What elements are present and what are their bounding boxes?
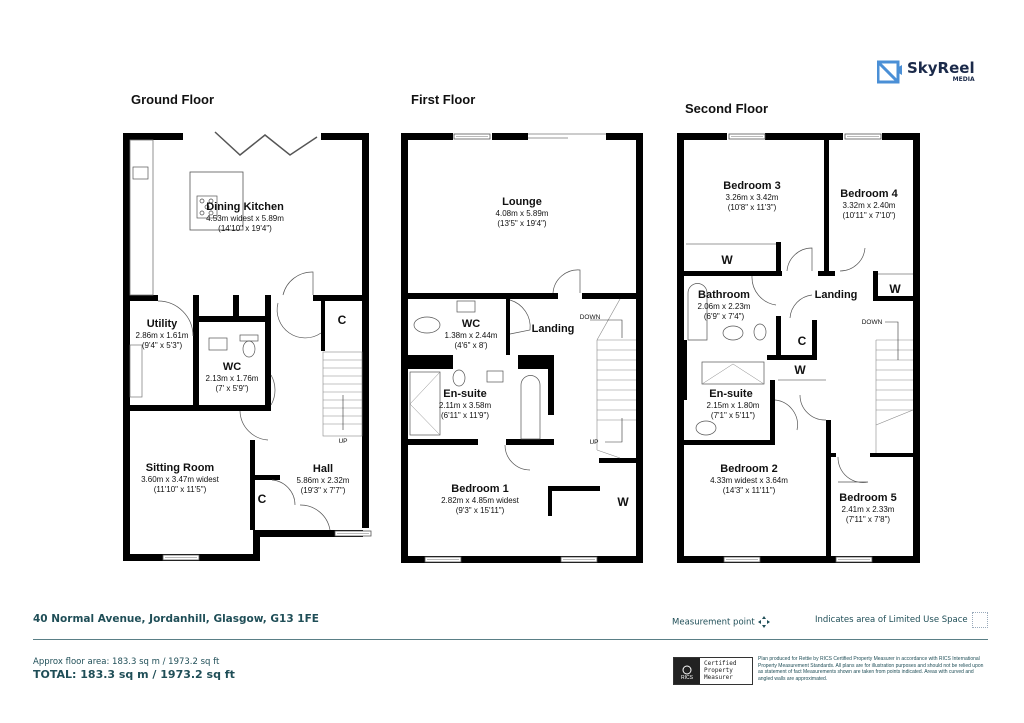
svg-text:(10'8" x 11'3"): (10'8" x 11'3") <box>728 203 777 212</box>
room-bedroom-5-name: Bedroom 5 <box>839 492 896 504</box>
limited-use-space-swatch <box>972 612 988 628</box>
room-lounge-name: Lounge <box>502 196 542 208</box>
svg-text:3.60m x 3.47m widest: 3.60m x 3.47m widest <box>141 475 220 484</box>
svg-text:(11'10" x 11'5"): (11'10" x 11'5") <box>154 485 207 494</box>
room-wc-ground-name: WC <box>223 361 241 373</box>
room-bedroom-2-name: Bedroom 2 <box>720 463 777 475</box>
svg-text:(19'3" x 7'7"): (19'3" x 7'7") <box>301 486 346 495</box>
brand-logo: SkyReel MEDIA <box>877 60 975 84</box>
legend-limited-use-space: Indicates area of Limited Use Space <box>815 615 968 625</box>
footer-divider <box>33 639 988 640</box>
cupboard-label: C <box>798 334 807 348</box>
svg-text:2.15m x 1.80m: 2.15m x 1.80m <box>707 401 760 410</box>
skyreel-logo-icon <box>877 60 902 84</box>
floor-title-second: Second Floor <box>685 101 769 116</box>
brand-name: SkyReel <box>907 59 975 77</box>
svg-text:2.86m x 1.61m: 2.86m x 1.61m <box>136 331 189 340</box>
svg-text:2.13m x 1.76m: 2.13m x 1.76m <box>206 374 259 383</box>
room-bedroom-3-name: Bedroom 3 <box>723 180 780 192</box>
wardrobe-label: W <box>889 282 901 296</box>
svg-text:(13'5" x 19'4"): (13'5" x 19'4") <box>497 219 547 228</box>
floor-title-first: First Floor <box>411 92 476 107</box>
svg-text:(7'11" x 7'8"): (7'11" x 7'8") <box>846 515 890 524</box>
room-bedroom-1-name: Bedroom 1 <box>451 483 508 495</box>
room-en-suite-first-name: En-suite <box>443 388 486 400</box>
room-hall-name: Hall <box>313 463 333 475</box>
room-wc-first-name: WC <box>462 318 480 330</box>
svg-text:4.08m x 5.89m: 4.08m x 5.89m <box>496 209 549 218</box>
svg-text:(9'4" x 5'3"): (9'4" x 5'3") <box>142 341 183 350</box>
svg-text:4.33m widest x 3.64m: 4.33m widest x 3.64m <box>710 476 788 485</box>
total-floor-area: TOTAL: 183.3 sq m / 1973.2 sq ft <box>33 668 235 681</box>
svg-text:(4'6" x 8'): (4'6" x 8') <box>454 341 487 350</box>
brand-sub: MEDIA <box>952 76 975 83</box>
floor-plans: Dining Kitchen 4.53m widest x 5.89m (14'… <box>123 131 920 563</box>
ground-floor-plan: Dining Kitchen 4.53m widest x 5.89m (14'… <box>123 131 372 561</box>
stairs-up-label: UP <box>589 439 598 446</box>
room-dining-kitchen-name: Dining Kitchen <box>206 201 284 213</box>
svg-text:(14'10" x 19'4"): (14'10" x 19'4") <box>218 224 272 233</box>
wardrobe-label: W <box>721 253 733 267</box>
stairs-down-label: DOWN <box>862 319 883 326</box>
svg-text:1.38m x 2.44m: 1.38m x 2.44m <box>445 331 498 340</box>
second-floor-plan: Bedroom 3 3.26m x 3.42m (10'8" x 11'3") … <box>677 133 920 563</box>
room-landing-second-name: Landing <box>815 289 858 301</box>
approx-floor-area: Approx floor area: 183.3 sq m / 1973.2 s… <box>33 657 220 667</box>
room-en-suite-second-name: En-suite <box>709 388 752 400</box>
svg-text:(6'9" x 7'4"): (6'9" x 7'4") <box>704 312 745 321</box>
room-sitting-room-name: Sitting Room <box>146 462 215 474</box>
svg-text:(7'1" x 5'11"): (7'1" x 5'11") <box>711 411 755 420</box>
svg-text:2.11m x 3.58m: 2.11m x 3.58m <box>439 401 492 410</box>
disclaimer-text: Plan produced for Rettie by RICS Certifi… <box>758 656 984 682</box>
svg-text:2.06m x 2.23m: 2.06m x 2.23m <box>698 302 751 311</box>
rics-logo-icon: RICS <box>674 658 700 684</box>
legend-measurement-point: Measurement point <box>672 615 771 629</box>
measurement-point-icon <box>758 616 771 628</box>
floor-title-ground: Ground Floor <box>131 92 215 107</box>
rics-badge: RICS Certified Property Measurer <box>673 657 753 685</box>
svg-text:3.26m x 3.42m: 3.26m x 3.42m <box>726 193 779 202</box>
wardrobe-label: W <box>617 495 629 509</box>
svg-text:3.32m x 2.40m: 3.32m x 2.40m <box>843 201 896 210</box>
first-floor-plan: Lounge 4.08m x 5.89m (13'5" x 19'4") WC … <box>401 133 643 563</box>
svg-text:(10'11" x 7'10"): (10'11" x 7'10") <box>842 211 895 220</box>
stairs-down-label: DOWN <box>580 314 601 321</box>
room-bathroom-name: Bathroom <box>698 289 750 301</box>
room-utility-name: Utility <box>147 318 178 330</box>
svg-text:4.53m widest x 5.89m: 4.53m widest x 5.89m <box>206 214 284 223</box>
svg-text:(9'3" x 15'11"): (9'3" x 15'11") <box>456 506 505 515</box>
room-bedroom-4-name: Bedroom 4 <box>840 188 898 200</box>
property-address: 40 Normal Avenue, Jordanhill, Glasgow, G… <box>33 613 319 625</box>
svg-text:5.86m x 2.32m: 5.86m x 2.32m <box>297 476 350 485</box>
svg-text:2.82m x 4.85m widest: 2.82m x 4.85m widest <box>441 496 520 505</box>
svg-text:(14'3" x 11'11"): (14'3" x 11'11") <box>723 486 776 495</box>
room-landing-first-name: Landing <box>532 323 575 335</box>
cupboard-label: C <box>338 313 347 327</box>
svg-text:(6'11" x 11'9"): (6'11" x 11'9") <box>441 411 489 420</box>
svg-text:2.41m x 2.33m: 2.41m x 2.33m <box>842 505 895 514</box>
svg-text:(7' x 5'9"): (7' x 5'9") <box>215 384 248 393</box>
wardrobe-label: W <box>794 363 806 377</box>
cupboard-label: C <box>258 492 267 506</box>
stairs-up-label: UP <box>338 438 347 445</box>
